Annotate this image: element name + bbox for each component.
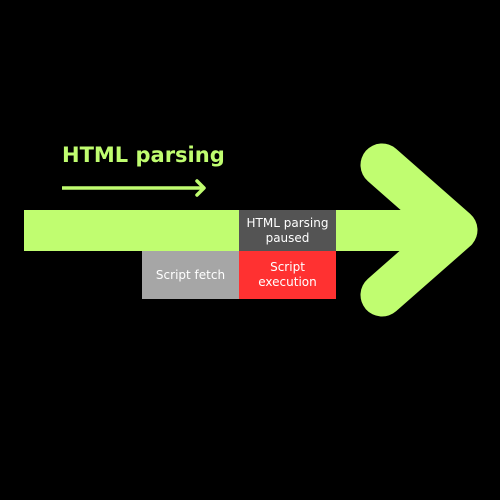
large-right-arrow-icon [360,143,478,317]
html-parsing-paused-box: HTML parsing paused [239,210,336,251]
script-execution-label: Script execution [258,260,317,289]
paused-box-line1: HTML parsing [246,215,329,230]
paused-box-line2: paused [265,230,310,245]
script-fetch-box: Script fetch [142,251,239,299]
script-fetch-label: Script fetch [155,267,226,282]
html-parsing-title: HTML parsing [62,143,225,167]
small-right-arrow-icon [195,179,206,197]
script-execution-box: Script execution [239,251,336,299]
